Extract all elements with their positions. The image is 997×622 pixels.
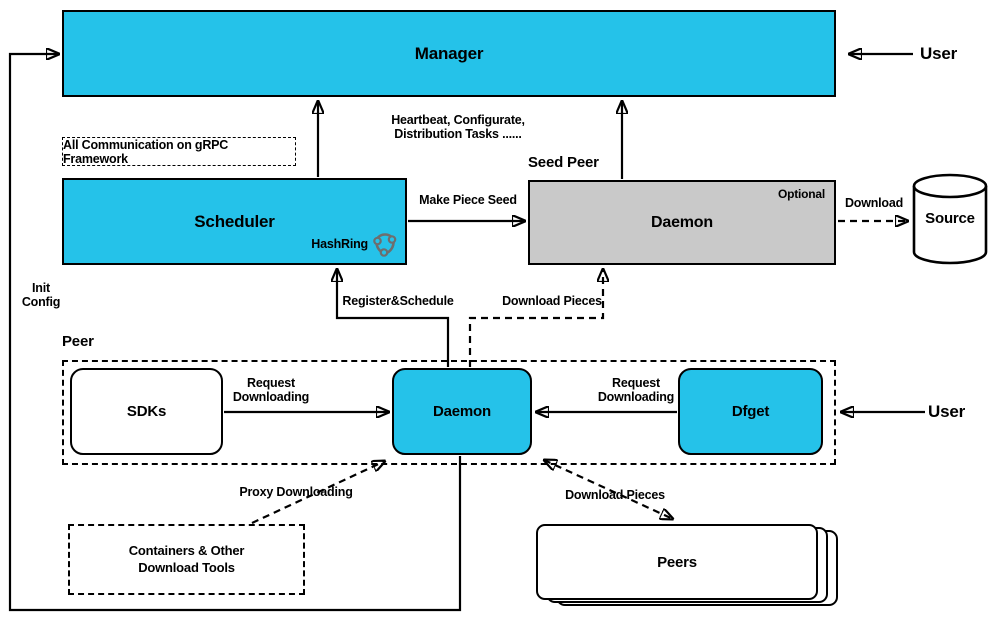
- containers-label-line2: Download Tools: [138, 559, 235, 575]
- hashring-badge: HashRing: [311, 231, 397, 257]
- containers-label-line1: Containers & Other: [128, 542, 245, 558]
- request-downloading-left-label: Request Downloading: [232, 376, 310, 405]
- download-label: Download: [844, 196, 904, 210]
- register-schedule-label: Register&Schedule: [342, 294, 454, 308]
- grpc-note-label: All Communication on gRPC Framework: [63, 137, 229, 166]
- hashring-icon: [373, 233, 397, 257]
- source-label: Source: [925, 210, 975, 227]
- seed-peer-group-label: Seed Peer: [528, 154, 599, 171]
- init-config-label: Init Config: [21, 281, 61, 310]
- proxy-downloading-label: Proxy Downloading: [239, 485, 353, 499]
- grpc-note: All Communication on gRPC Framework: [62, 137, 296, 166]
- manager-node: Manager: [62, 10, 836, 97]
- scheduler-label: Scheduler: [194, 211, 275, 231]
- user-top-label: User: [920, 44, 958, 63]
- dfget-node: Dfget: [678, 368, 823, 455]
- hashring-label: HashRing: [311, 237, 368, 251]
- peer-daemon-label: Daemon: [433, 403, 491, 420]
- arrow-download-pieces-upper: [468, 269, 603, 367]
- peer-group-label: Peer: [62, 333, 94, 350]
- make-piece-seed-label: Make Piece Seed: [419, 193, 517, 207]
- download-pieces-upper-label: Download Pieces: [502, 294, 602, 308]
- manager-label: Manager: [414, 43, 484, 63]
- sdks-node: SDKs: [70, 368, 223, 455]
- peers-label: Peers: [657, 553, 697, 571]
- containers-node: Containers & Other Download Tools: [68, 524, 305, 595]
- source-cylinder-icon: [912, 173, 988, 265]
- scheduler-node: Scheduler HashRing: [62, 178, 407, 265]
- dfget-label: Dfget: [731, 403, 770, 420]
- heartbeat-edge-label: Heartbeat, Configurate, Distribution Tas…: [391, 113, 525, 142]
- download-pieces-lower-label: Download Pieces: [565, 488, 665, 502]
- user-bottom-label: User: [928, 402, 966, 421]
- request-downloading-right-label: Request Downloading: [597, 376, 675, 405]
- peer-daemon-node: Daemon: [392, 368, 532, 455]
- seed-daemon-label: Daemon: [651, 213, 713, 231]
- peers-node: Peers: [536, 524, 818, 600]
- seed-daemon-node: Daemon Optional: [528, 180, 836, 265]
- source-node: Source: [912, 172, 988, 266]
- arrow-register-schedule: [337, 269, 450, 367]
- optional-tag: Optional: [777, 187, 825, 201]
- sdks-label: SDKs: [126, 403, 167, 420]
